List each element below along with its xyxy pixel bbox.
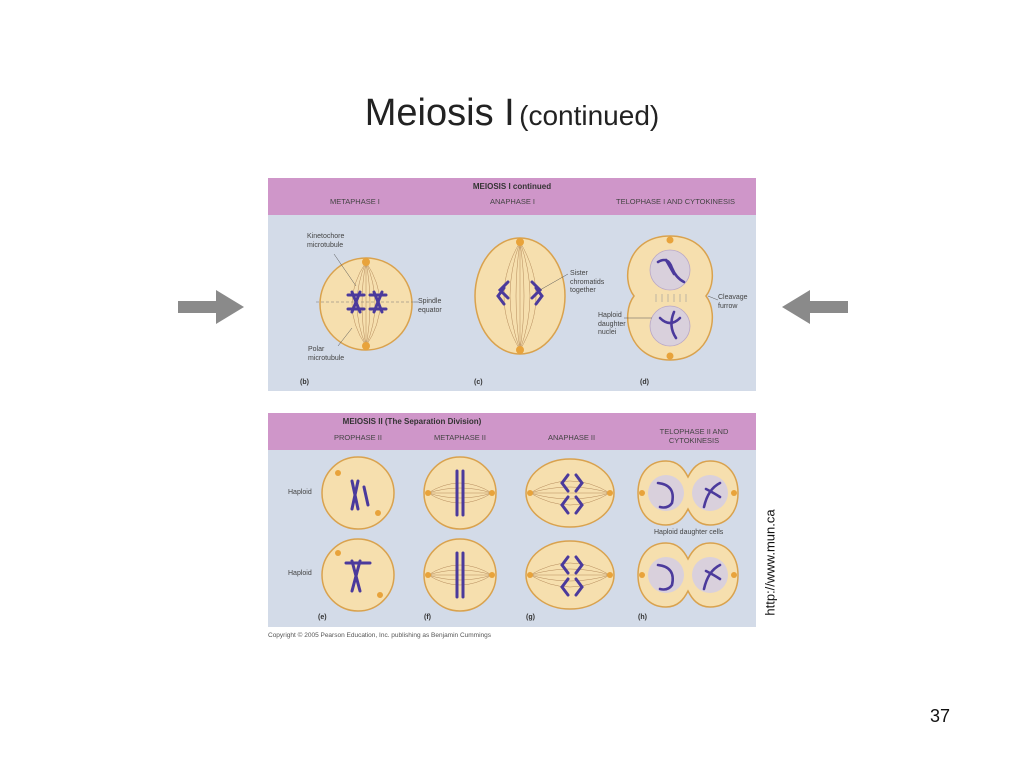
stage-anaphase-ii: ANAPHASE II bbox=[548, 433, 596, 442]
meiosis-ii-illustration bbox=[321, 456, 739, 612]
page-number: 37 bbox=[930, 706, 951, 726]
anaphase-i-cell bbox=[474, 237, 569, 355]
left-arrow-icon bbox=[782, 290, 848, 324]
label-haploid-daughter-nuclei: Haploid daughter nuclei bbox=[598, 312, 626, 336]
metaphase-ii-cell-1 bbox=[423, 456, 497, 530]
telophase-ii-cell-2 bbox=[637, 542, 739, 608]
stage-prophase-ii: PROPHASE II bbox=[334, 433, 382, 442]
row-label-haploid-2: Haploid bbox=[288, 570, 312, 577]
label-spindle-equator: Spindle equator bbox=[418, 298, 442, 314]
label-cleavage-furrow: Cleavage furrow bbox=[718, 294, 748, 310]
slide-title: Meiosis I (continued) bbox=[0, 92, 1024, 135]
anaphase-ii-cell-1 bbox=[525, 458, 615, 528]
meiosis-ii-panel: MEIOSIS II (The Separation Division) PRO… bbox=[268, 413, 756, 627]
prophase-ii-cell-1 bbox=[321, 456, 395, 530]
meiosis-ii-header: MEIOSIS II (The Separation Division) bbox=[268, 413, 756, 450]
stage-anaphase-i: ANAPHASE I bbox=[490, 197, 536, 206]
meiosis-ii-title: MEIOSIS II (The Separation Division) bbox=[342, 417, 482, 426]
stage-telophase-i: TELOPHASE I AND CYTOKINESIS bbox=[616, 197, 736, 206]
prophase-ii-cell-2 bbox=[321, 538, 395, 612]
letter-g: (g) bbox=[526, 614, 535, 621]
stage-telophase-ii: TELOPHASE II AND CYTOKINESIS bbox=[659, 427, 729, 445]
copyright-notice: Copyright © 2005 Pearson Education, Inc.… bbox=[268, 632, 492, 639]
letter-h: (h) bbox=[638, 614, 647, 621]
title-main: Meiosis I bbox=[364, 92, 515, 134]
label-kinetochore-microtubule: Kinetochore microtubule bbox=[307, 233, 345, 249]
telophase-i-cell bbox=[624, 235, 719, 361]
stage-metaphase-i: METAPHASE I bbox=[330, 197, 380, 206]
letter-c: (c) bbox=[474, 379, 483, 386]
meiosis-i-title: MEIOSIS I continued bbox=[472, 182, 552, 191]
anaphase-ii-cell-2 bbox=[525, 540, 615, 610]
letter-f: (f) bbox=[424, 614, 431, 621]
meiosis-i-panel: MEIOSIS I continued METAPHASE I ANAPHASE… bbox=[268, 178, 756, 391]
stage-metaphase-ii: METAPHASE II bbox=[434, 433, 486, 442]
telophase-ii-cell-1 bbox=[637, 460, 739, 526]
meiosis-i-header: MEIOSIS I continued bbox=[268, 178, 756, 215]
label-haploid-daughter-cells: Haploid daughter cells bbox=[654, 529, 724, 536]
right-arrow-icon bbox=[178, 290, 244, 324]
letter-b: (b) bbox=[300, 379, 309, 386]
label-polar-microtubule: Polar microtubule bbox=[308, 346, 345, 362]
letter-e: (e) bbox=[318, 614, 327, 621]
metaphase-i-cell bbox=[316, 253, 418, 351]
letter-d: (d) bbox=[640, 379, 649, 386]
source-url: http://www.mun.ca bbox=[762, 509, 778, 616]
title-sub: (continued) bbox=[519, 100, 660, 131]
row-label-haploid-1: Haploid bbox=[288, 489, 312, 496]
label-sister-chromatids: Sister chromatids together bbox=[570, 270, 605, 294]
meiosis-i-illustration bbox=[316, 235, 719, 361]
metaphase-ii-cell-2 bbox=[423, 538, 497, 612]
